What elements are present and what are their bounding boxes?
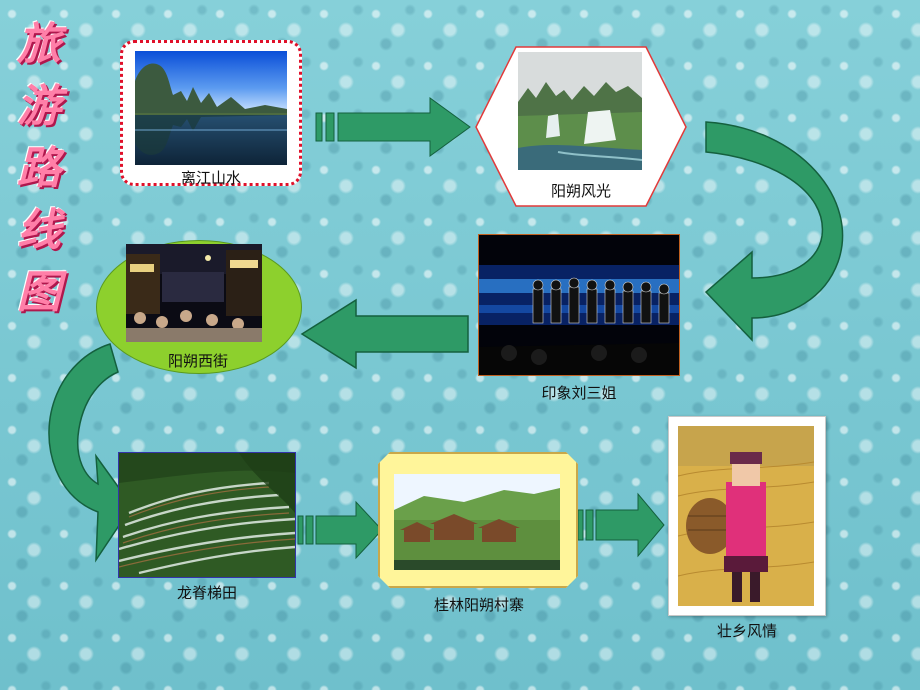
scenery-photo [518,52,642,170]
arrow-village-to-zhuang [577,492,665,558]
node-label: 印象刘三姐 [541,384,617,402]
zhuang-photo [678,426,814,606]
arrow-lijiang-to-scenery [315,97,471,157]
node-label: 龙脊梯田 [176,584,237,602]
node-impression[interactable]: 印象刘三姐 [478,234,680,406]
impression-photo [478,234,680,376]
title-char: 图 [17,267,61,318]
title-char: 旅 [17,19,61,70]
title-char: 路 [17,143,61,194]
node-west-street[interactable]: 阳朔西街 [96,240,302,374]
node-label: 壮乡风情 [716,622,777,640]
arrow-weststreet-to-longji [48,343,133,563]
longji-photo [118,452,296,578]
node-lijiang[interactable]: 离江山水 [120,40,302,187]
village-photo [394,474,560,570]
lijiang-photo [135,51,287,165]
title-char: 线 [17,205,61,256]
node-label: 桂林阳朔村寨 [433,596,524,614]
title-char: 游 [17,81,61,132]
node-yangshuo-scenery[interactable]: 阳朔风光 [474,46,688,208]
arrow-longji-to-village [297,500,383,560]
arrow-scenery-to-impression [704,121,844,342]
arrow-impression-to-weststreet [300,298,469,370]
node-village[interactable]: 桂林阳朔村寨 [378,452,580,616]
node-label: 离江山水 [180,169,241,187]
node-label: 阳朔风光 [550,182,611,200]
weststreet-photo [126,244,262,342]
node-label: 阳朔西街 [167,352,228,370]
node-longji[interactable]: 龙脊梯田 [118,452,298,604]
node-zhuang[interactable]: 壮乡风情 [668,416,826,642]
route-map-title: 旅 游 路 线 图 [10,14,68,324]
